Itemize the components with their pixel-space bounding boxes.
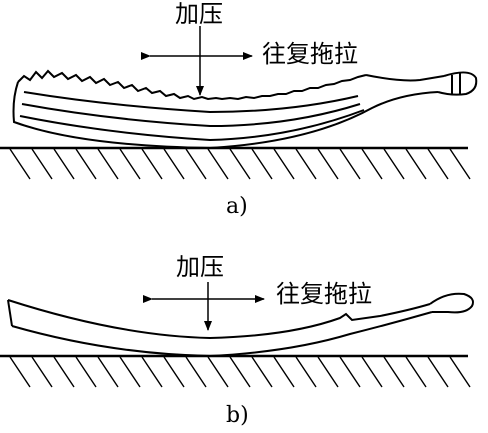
ground-hatch-line [317,148,339,180]
ground-surface-b [0,354,471,388]
ground-hatch-line [75,148,97,180]
ground-hatch-line [229,356,251,388]
caption-a: a) [226,194,248,219]
ground-hatch-line [119,148,141,180]
plain-scraper-b [7,292,474,358]
ground-hatch-line [273,148,295,180]
press-label-b: 加压 [176,253,224,281]
ground-hatch-line [207,148,229,180]
ground-hatch-line [53,148,75,180]
ground-hatch-line [9,356,31,388]
ground-hatch-line [229,148,251,180]
figure-b: 加压 往复拖拉 b) [0,253,474,428]
ground-hatch-line [383,148,405,180]
ground-hatch-line [207,356,229,388]
ground-hatch-line [31,356,53,388]
ground-hatch-line [163,148,185,180]
caption-b: b) [226,403,249,428]
drag-label-a: 往复拖拉 [262,40,358,68]
ground-hatch-line [97,356,119,388]
ground-hatch-line [449,148,471,180]
press-label-a: 加压 [175,0,223,28]
ground-hatch-line [97,148,119,180]
ground-hatch-line [251,148,273,180]
ground-hatch-line [295,356,317,388]
ground-hatch-line [405,148,427,180]
ground-hatch-line [141,356,163,388]
ground-hatch-line [185,148,207,180]
ground-hatch-line [295,148,317,180]
ground-hatch-line [317,356,339,388]
ground-hatch-line [427,356,449,388]
ground-surface-a [0,146,471,180]
ground-hatch-line [339,356,361,388]
ground-hatch-line [119,356,141,388]
ground-hatch-line [53,356,75,388]
ground-hatch-line [449,356,471,388]
ground-hatch-line [361,148,383,180]
ground-hatch-line [273,356,295,388]
figure-a: 加压 往复拖拉 a) [0,0,478,219]
ground-hatch-line [9,148,31,180]
ground-hatch-line [339,148,361,180]
ground-hatch-line [75,356,97,388]
ground-hatch-line [163,356,185,388]
ground-hatch-line [361,356,383,388]
ground-hatch-line [251,356,273,388]
ground-hatch-line [141,148,163,180]
ground-hatch-line [185,356,207,388]
serrated-scraper-a [12,69,478,150]
ground-hatch-line [405,356,427,388]
ground-hatch-line [31,148,53,180]
ground-hatch-line [427,148,449,180]
drag-label-b: 往复拖拉 [276,280,372,308]
ground-hatch-line [383,356,405,388]
